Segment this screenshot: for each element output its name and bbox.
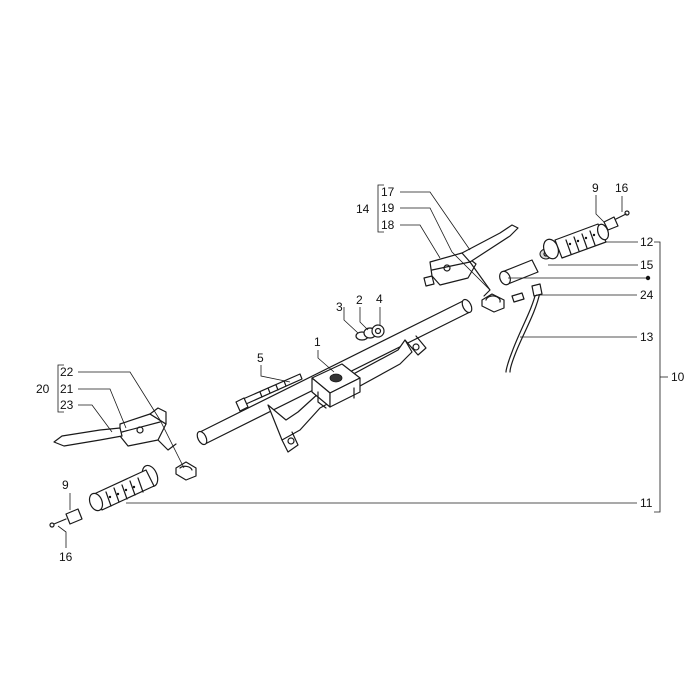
callout-14: 14 bbox=[356, 202, 370, 216]
callout-15: 15 bbox=[640, 258, 654, 272]
callout-5: 5 bbox=[257, 351, 264, 365]
throttle-sleeve bbox=[499, 248, 553, 286]
callout-20: 20 bbox=[36, 382, 50, 396]
right-bar-end bbox=[603, 210, 630, 231]
left-brake-lever-assembly bbox=[53, 407, 177, 451]
callout-10: 10 bbox=[671, 370, 685, 384]
callout-9-left: 9 bbox=[62, 478, 69, 492]
callout-labels: 1 2 3 4 5 9 9 10 11 12 13 14 15 16 16 17… bbox=[36, 181, 685, 564]
callout-2: 2 bbox=[356, 293, 363, 307]
center-clamp bbox=[311, 363, 361, 409]
callout-3: 3 bbox=[336, 300, 343, 314]
callout-12: 12 bbox=[640, 235, 654, 249]
callout-21: 21 bbox=[60, 382, 74, 396]
callout-1: 1 bbox=[314, 335, 321, 349]
callout-9-right: 9 bbox=[592, 181, 599, 195]
callout-22: 22 bbox=[60, 365, 74, 379]
right-clamp-half bbox=[481, 293, 505, 313]
left-clamp-half bbox=[175, 461, 197, 481]
right-grip bbox=[542, 223, 610, 260]
nut-washer-stack bbox=[355, 324, 385, 341]
callout-16-left: 16 bbox=[59, 550, 73, 564]
callout-13: 13 bbox=[640, 330, 654, 344]
callout-4: 4 bbox=[376, 292, 383, 306]
throttle-cable bbox=[505, 283, 543, 373]
callout-18: 18 bbox=[381, 218, 395, 232]
callout-16-right: 16 bbox=[615, 181, 629, 195]
callout-11: 11 bbox=[640, 496, 653, 510]
left-bar-end bbox=[49, 508, 83, 528]
callout-19: 19 bbox=[381, 201, 395, 215]
callout-17: 17 bbox=[381, 185, 395, 199]
callout-24: 24 bbox=[640, 288, 654, 302]
left-grip bbox=[88, 464, 159, 512]
leader-lines bbox=[57, 184, 668, 548]
right-brake-lever-assembly bbox=[423, 224, 519, 297]
callout-23: 23 bbox=[60, 398, 74, 412]
